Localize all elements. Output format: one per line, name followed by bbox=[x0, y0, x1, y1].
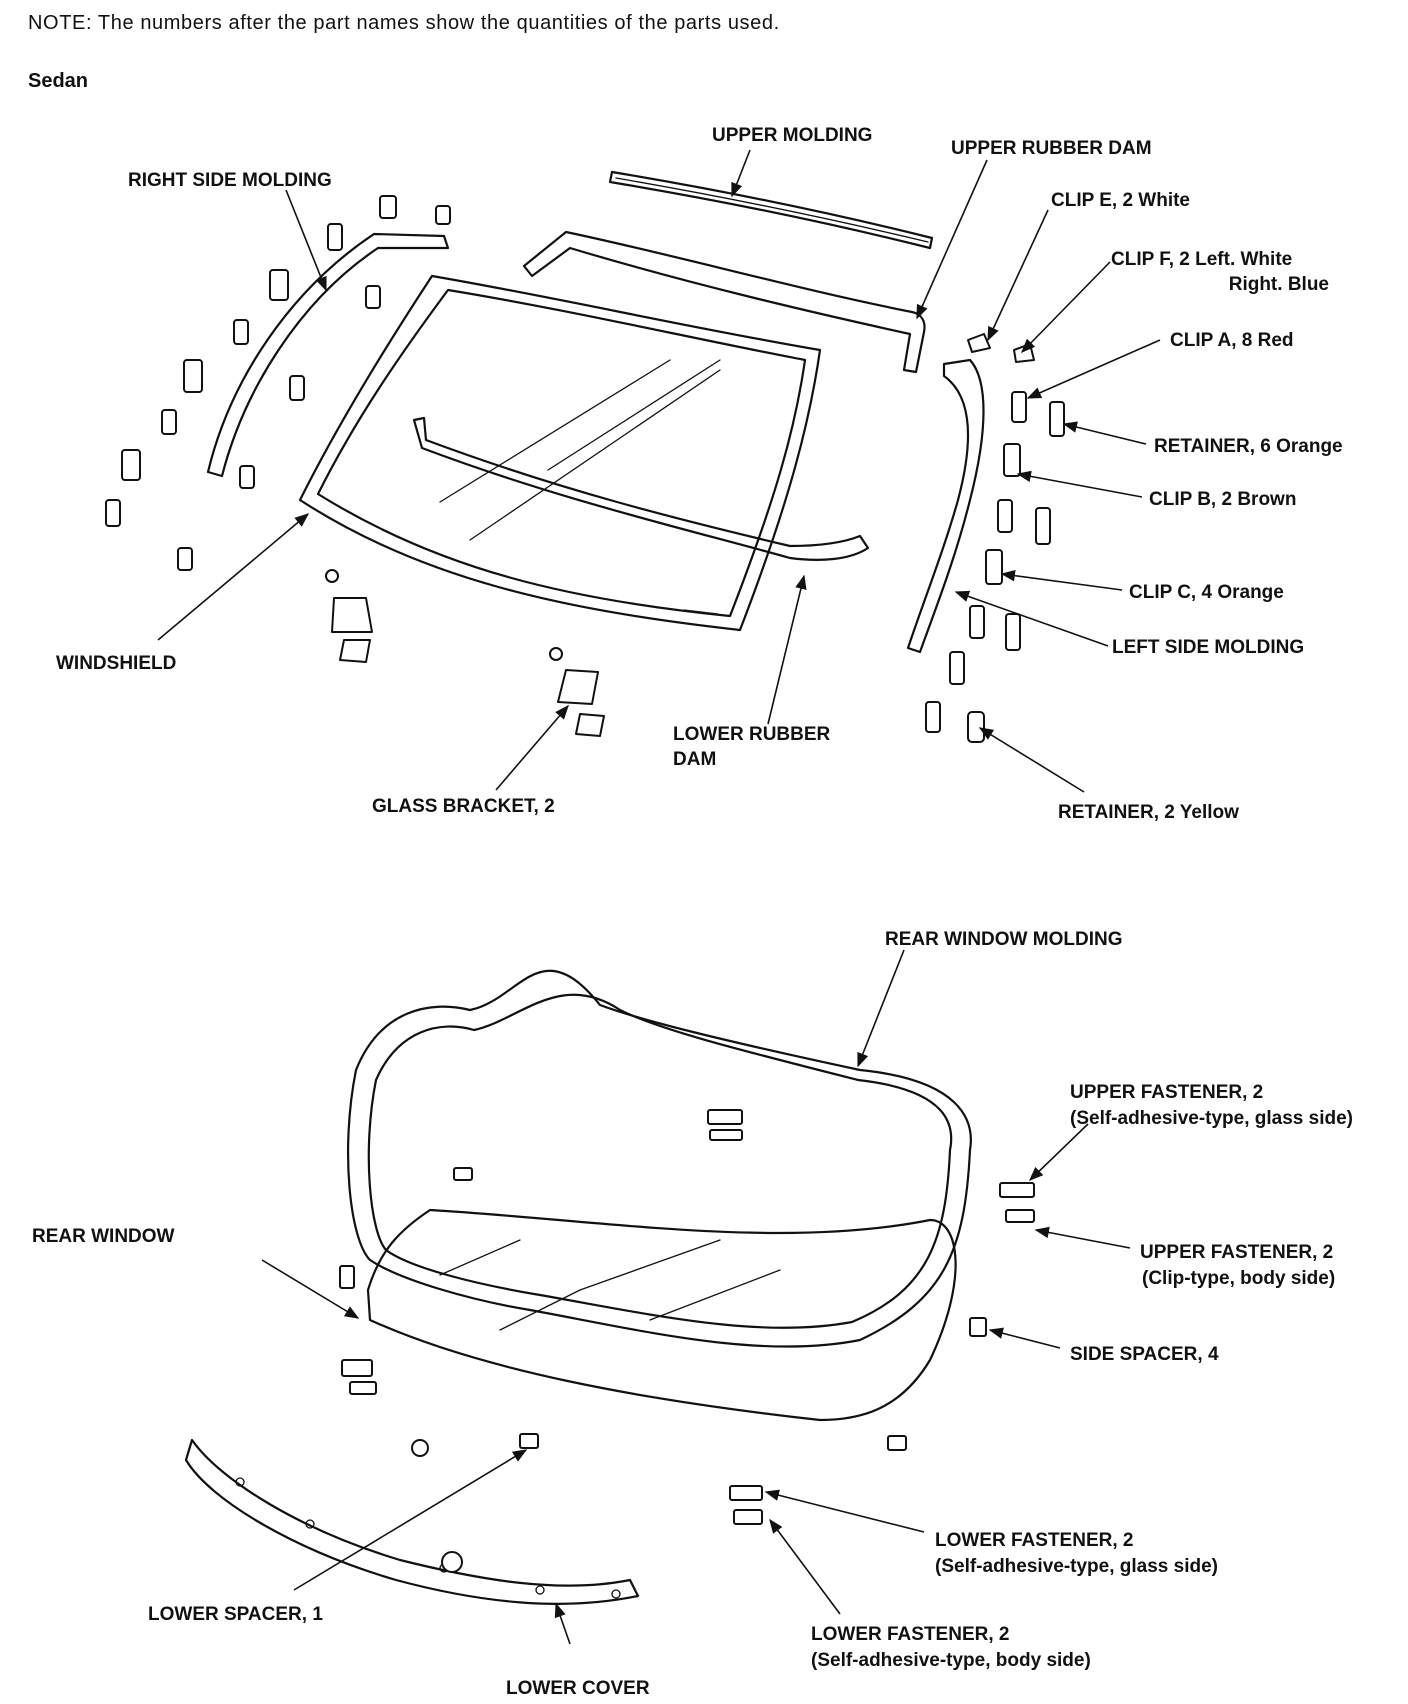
clip-a-parts bbox=[105, 195, 451, 571]
upper-rubber-dam bbox=[522, 230, 926, 374]
note-text: NOTE: The numbers after the part names s… bbox=[28, 12, 780, 34]
label-lower-fastener-glass-line1: LOWER FASTENER, 2 bbox=[935, 1530, 1133, 1551]
right-side-molding bbox=[206, 232, 450, 478]
label-clip-f-line1: CLIP F, 2 Left. White bbox=[1111, 249, 1292, 270]
label-clip-e: CLIP E, 2 White bbox=[1051, 190, 1190, 211]
clip-e-f-parts bbox=[967, 333, 1035, 363]
label-lower-fastener-body-line1: LOWER FASTENER, 2 bbox=[811, 1624, 1009, 1645]
label-lower-fastener-glass-line2: (Self-adhesive-type, glass side) bbox=[935, 1556, 1218, 1577]
label-upper-molding: UPPER MOLDING bbox=[712, 125, 872, 146]
label-upper-fastener-glass-line2: (Self-adhesive-type, glass side) bbox=[1070, 1108, 1353, 1129]
label-lower-rubber-dam-line2: DAM bbox=[673, 749, 716, 770]
lower-cover bbox=[184, 1438, 640, 1605]
label-retainer-yellow: RETAINER, 2 Yellow bbox=[1058, 802, 1239, 823]
label-side-spacer: SIDE SPACER, 4 bbox=[1070, 1344, 1219, 1365]
label-clip-c: CLIP C, 4 Orange bbox=[1129, 582, 1284, 603]
fasteners-spacers bbox=[339, 1109, 1035, 1573]
label-clip-b: CLIP B, 2 Brown bbox=[1149, 489, 1296, 510]
label-upper-rubber-dam: UPPER RUBBER DAM bbox=[951, 138, 1152, 159]
label-rear-window-molding: REAR WINDOW MOLDING bbox=[885, 929, 1122, 950]
windshield bbox=[298, 274, 822, 632]
label-left-side-molding: LEFT SIDE MOLDING bbox=[1112, 637, 1304, 658]
leader-lines bbox=[157, 149, 1161, 1645]
label-right-side-molding: RIGHT SIDE MOLDING bbox=[128, 170, 332, 191]
rear-window-molding bbox=[346, 969, 972, 1348]
label-upper-fastener-clip-line1: UPPER FASTENER, 2 bbox=[1140, 1242, 1333, 1263]
label-upper-fastener-glass-line1: UPPER FASTENER, 2 bbox=[1070, 1082, 1263, 1103]
clips-retainers-right bbox=[925, 391, 1065, 743]
label-windshield: WINDSHIELD bbox=[56, 653, 176, 674]
label-clip-f-line2: Right. Blue bbox=[1229, 274, 1329, 295]
label-glass-bracket: GLASS BRACKET, 2 bbox=[372, 796, 555, 817]
label-clip-a: CLIP A, 8 Red bbox=[1170, 330, 1294, 351]
label-lower-fastener-body-line2: (Self-adhesive-type, body side) bbox=[811, 1650, 1091, 1671]
lower-rubber-dam bbox=[412, 416, 870, 561]
label-upper-fastener-clip-line2: (Clip-type, body side) bbox=[1142, 1268, 1335, 1289]
label-rear-window: REAR WINDOW bbox=[32, 1226, 175, 1247]
upper-molding bbox=[608, 170, 934, 250]
label-lower-cover: LOWER COVER bbox=[506, 1678, 650, 1699]
left-side-molding bbox=[906, 358, 985, 654]
label-lower-rubber-dam-line1: LOWER RUBBER bbox=[673, 724, 831, 745]
glass-brackets bbox=[325, 569, 605, 737]
label-lower-spacer: LOWER SPACER, 1 bbox=[148, 1604, 323, 1625]
label-retainer-orange: RETAINER, 6 Orange bbox=[1154, 436, 1343, 457]
section-title: Sedan bbox=[28, 70, 89, 92]
rear-window bbox=[366, 1208, 957, 1422]
